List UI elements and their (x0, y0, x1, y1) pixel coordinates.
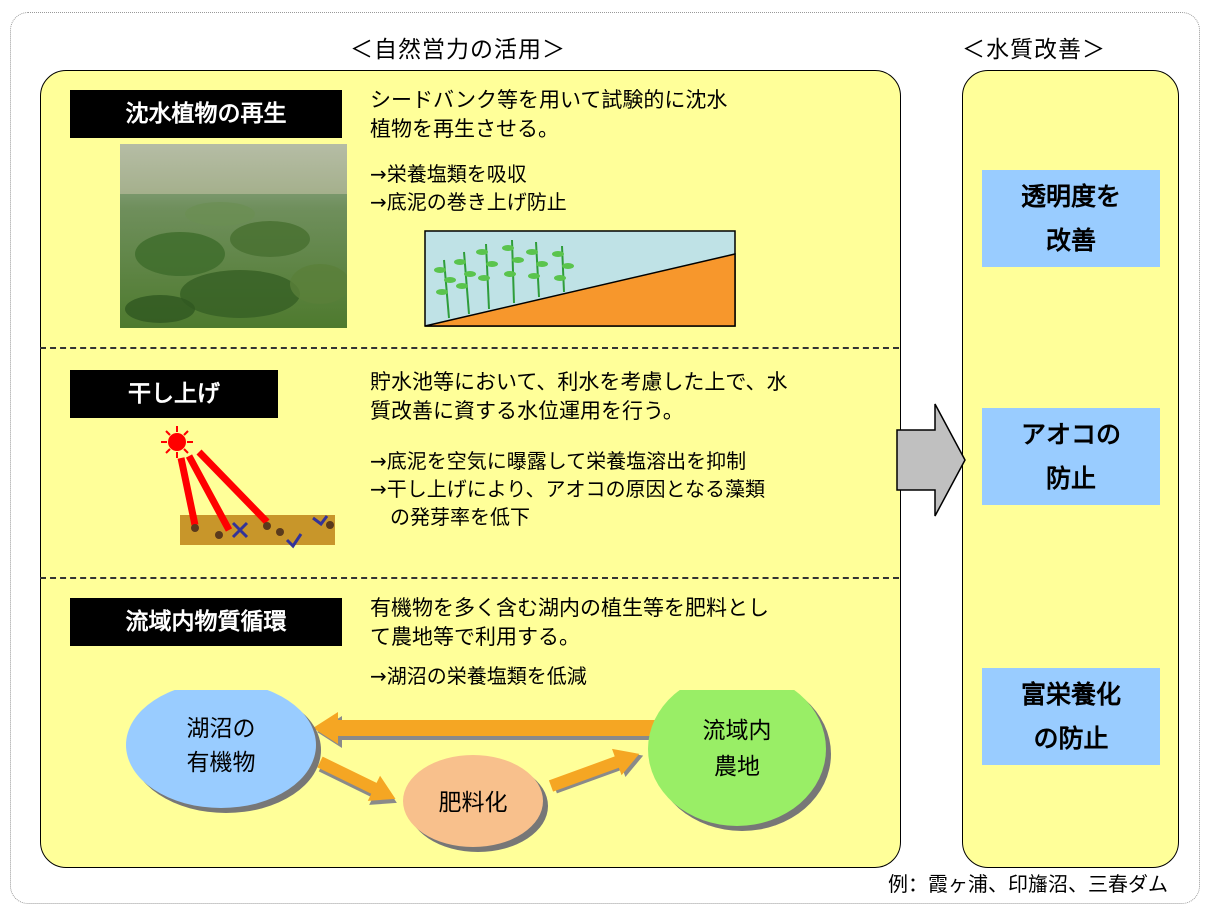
result-transparency: 透明度を改善 (982, 170, 1160, 267)
desc-drawdown: 貯水池等において、利水を考慮した上で、水 質改善に資する水位運用を行う。 (370, 370, 788, 423)
lake-organic-line1: 湖沼の (187, 716, 256, 742)
sun-sediment-illustration (161, 426, 335, 549)
effects-drawdown: →底泥を空気に曝露して栄養塩溶出を抑制 →干し上げにより、アオコの原因となる藻類… (370, 449, 765, 529)
example-footer: 例：霞ヶ浦、印旛沼、三春ダム (888, 872, 1168, 896)
divider-2 (40, 577, 899, 579)
desc-material-cycle: 有機物を多く含む湖内の植生等を肥料とし て農地等で利用する。 (370, 596, 769, 649)
to-fertilizer-arrow (317, 756, 397, 805)
divider-1 (40, 347, 899, 349)
farmland-line1: 流域内 (703, 718, 772, 744)
label-submerged-plants: 沈水植物の再生 (70, 90, 342, 138)
heading-water-quality: ＜水質改善＞ (962, 37, 1106, 63)
result-eutrophication-prevention: 富栄養化の防止 (982, 668, 1160, 765)
lake-organic-circle (126, 690, 316, 808)
label-drawdown: 干し上げ (70, 370, 278, 418)
fertilizer-circle (403, 755, 543, 847)
farmland-circle (648, 690, 826, 826)
big-right-arrow (896, 403, 966, 517)
desc-submerged-plants: シードバンク等を用いて試験的に沈水 植物を再生させる。 (370, 88, 728, 141)
slope-plant-diagram (424, 230, 736, 327)
pond-photo (120, 144, 347, 328)
to-farmland-arrow (548, 748, 644, 794)
result-algae-prevention: アオコの防止 (982, 408, 1160, 505)
fertilizer-label: 肥料化 (439, 790, 508, 816)
farmland-line2: 農地 (714, 754, 760, 780)
lake-organic-line2: 有機物 (187, 750, 256, 776)
effects-submerged-plants: →栄養塩類を吸収 →底泥の巻き上げ防止 (370, 162, 567, 214)
return-arrow (313, 712, 661, 748)
material-cycle-diagram: 湖沼の 有機物 肥料化 流域内 農地 (126, 690, 831, 852)
effects-material-cycle: →湖沼の栄養塩類を低減 (370, 664, 587, 688)
outer-frame (10, 12, 1200, 904)
label-material-cycle: 流域内物質循環 (70, 598, 342, 646)
heading-natural-forces: ＜自然営力の活用＞ (350, 37, 566, 63)
